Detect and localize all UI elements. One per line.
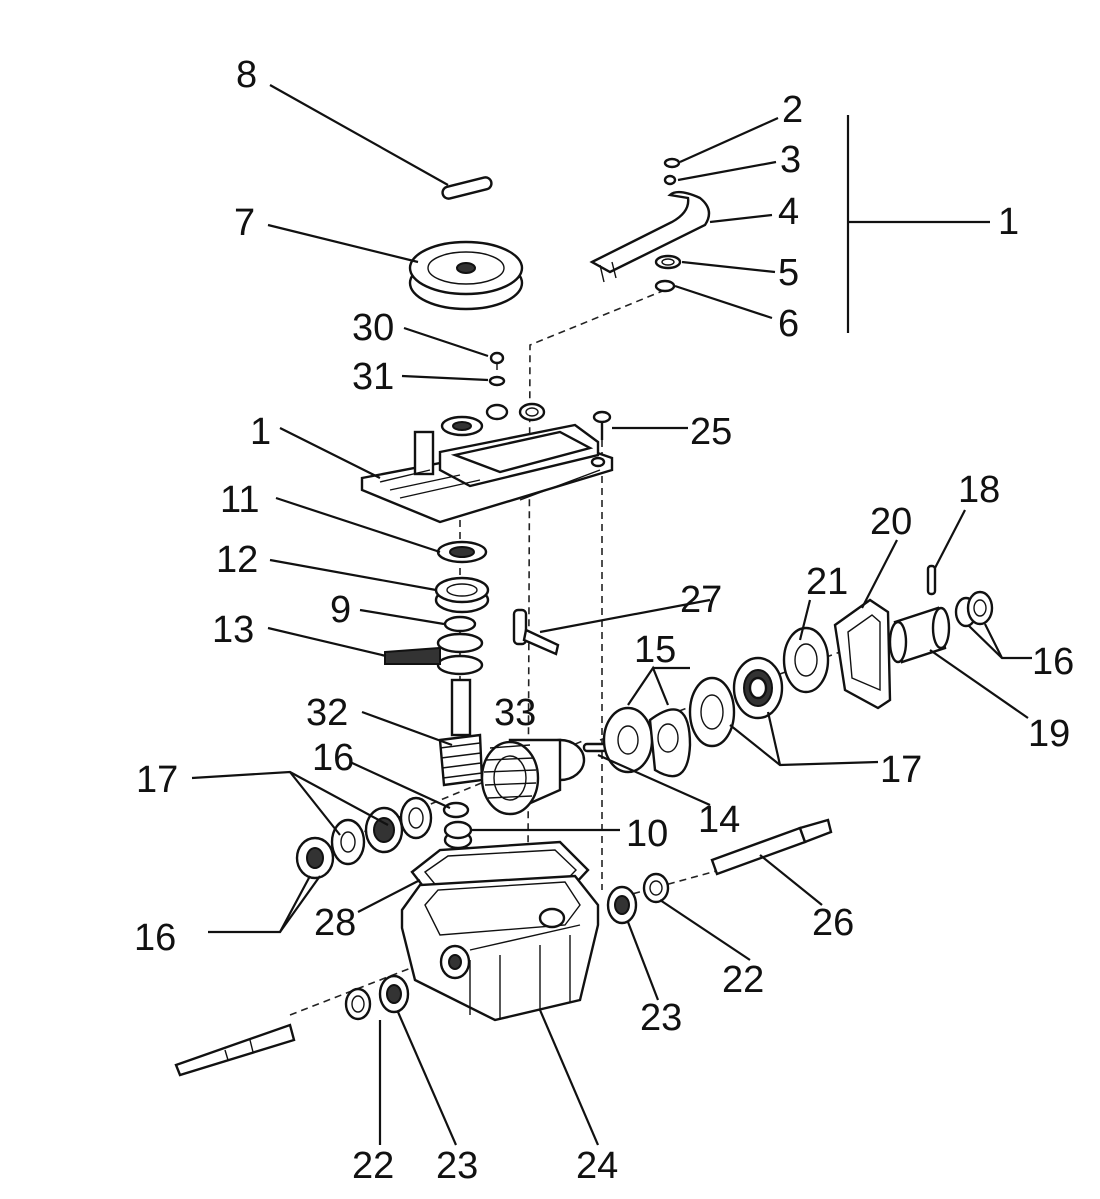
label-33: 33	[494, 692, 536, 734]
seal-part-16-right	[954, 590, 994, 628]
label-11: 11	[220, 479, 259, 521]
bearing-stack-parts-9-13	[384, 540, 490, 676]
label-16-right: 16	[1032, 641, 1074, 683]
label-22-right: 22	[722, 959, 764, 1001]
label-16-small: 16	[312, 737, 354, 779]
label-1-assembly: 1	[998, 201, 1019, 243]
label-14: 14	[698, 799, 740, 841]
label-13: 13	[212, 609, 254, 651]
bearing-part-17-right	[688, 656, 784, 748]
pin-part-14	[582, 742, 608, 753]
label-6: 6	[778, 303, 799, 345]
ring-part-16-and-bushing-part-10	[442, 801, 473, 850]
label-12: 12	[216, 539, 258, 581]
gear-part-33	[480, 738, 586, 816]
label-4: 4	[778, 191, 799, 233]
label-15: 15	[634, 629, 676, 671]
worm-shaft-part-32	[438, 678, 484, 787]
output-shaft-left	[174, 1023, 296, 1077]
label-19: 19	[1028, 713, 1070, 755]
pin-part-8	[441, 176, 493, 200]
pin-part-18	[926, 564, 937, 596]
label-27: 27	[680, 579, 722, 621]
label-3: 3	[780, 139, 801, 181]
label-31: 31	[352, 356, 394, 398]
label-22-left: 22	[352, 1145, 394, 1187]
label-17-right: 17	[880, 749, 922, 791]
label-1-cover: 1	[250, 411, 271, 453]
label-21: 21	[806, 561, 848, 603]
bearings-right-parts-22-23	[606, 872, 670, 925]
label-30: 30	[352, 307, 394, 349]
cover-plate-part-1	[360, 402, 614, 524]
pulley-part-7	[408, 240, 524, 311]
label-23-left: 23	[436, 1145, 478, 1187]
bearings-left-parts-22-23	[344, 974, 410, 1021]
shift-pin-part-27	[512, 608, 560, 656]
label-2: 2	[782, 89, 803, 131]
leader-lines	[191, 84, 1032, 1146]
part-labels: 8 7 2 3 4 5 6 1 30 31 25 1 11 12 9 13 27…	[134, 54, 1074, 1187]
label-32: 32	[306, 692, 348, 734]
screw-part-25	[592, 410, 612, 440]
label-25: 25	[690, 411, 732, 453]
label-10: 10	[626, 813, 668, 855]
label-8: 8	[236, 54, 257, 96]
lever-group-parts-2-6	[589, 157, 711, 293]
label-5: 5	[778, 252, 799, 294]
label-23-right: 23	[640, 997, 682, 1039]
plates-part-15	[602, 706, 692, 778]
gearbox-housing-part-24	[400, 874, 600, 1022]
label-16-left: 16	[134, 917, 176, 959]
bearings-left-parts-16-17	[295, 796, 433, 880]
label-9: 9	[330, 589, 351, 631]
label-28: 28	[314, 902, 356, 944]
washer-part-21	[782, 626, 830, 694]
label-7: 7	[234, 202, 255, 244]
label-26: 26	[812, 902, 854, 944]
spline-sleeve-part-19	[888, 606, 951, 664]
label-18: 18	[958, 469, 1000, 511]
label-20: 20	[870, 501, 912, 543]
label-24: 24	[576, 1145, 618, 1187]
label-17-left: 17	[136, 759, 178, 801]
gasket-part-20	[833, 598, 892, 710]
screw-parts-30-31	[488, 351, 506, 387]
output-shaft-part-26	[710, 818, 833, 876]
